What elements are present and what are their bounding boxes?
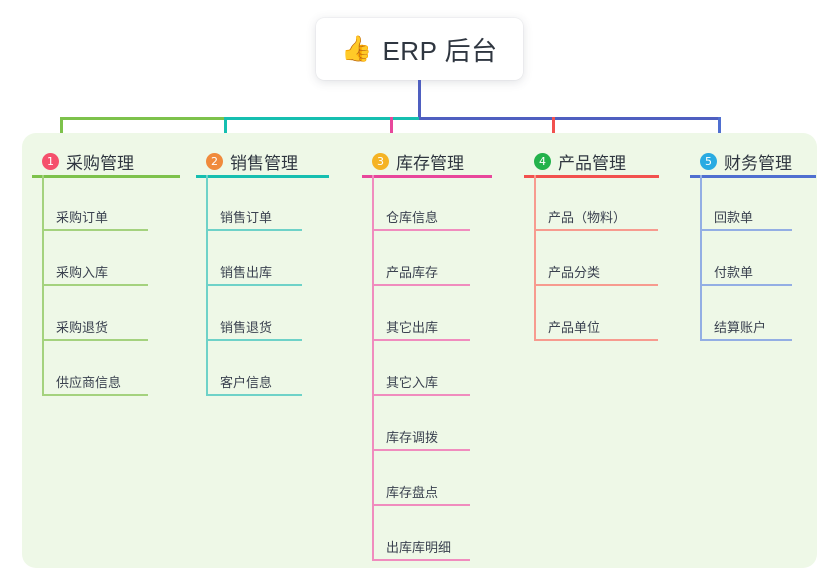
leaf-item-label: 采购入库	[56, 265, 109, 280]
branch-index-badge-5: 5	[700, 152, 717, 170]
leaf-item-rule	[372, 229, 470, 231]
leaf-item-rule	[206, 229, 302, 231]
leaf-item-label: 结算账户	[714, 320, 767, 335]
leaf-item-label: 产品库存	[386, 265, 439, 280]
leaf-item-label: 采购订单	[56, 210, 109, 225]
branches-panel: 1 采购管理采购订单采购入库采购退货供应商信息 2 销售管理销售订单销售出库销售退货客…	[22, 133, 817, 568]
leaf-item[interactable]: 产品库存	[372, 258, 470, 286]
branch-title-3: 库存管理	[396, 153, 464, 173]
leaf-item-label: 付款单	[714, 265, 754, 280]
leaf-item[interactable]: 其它入库	[372, 368, 470, 396]
leaf-item-label: 出库库明细	[386, 540, 452, 555]
leaf-item-rule	[534, 284, 658, 286]
branch-header-4[interactable]: 4 产品管理	[524, 147, 659, 175]
leaf-item-rule	[42, 229, 148, 231]
branch-index-badge-2: 2	[206, 152, 223, 170]
leaf-item-label: 客户信息	[220, 375, 273, 390]
branch-header-1[interactable]: 1 采购管理	[32, 147, 180, 175]
leaf-item-rule	[206, 394, 302, 396]
branch-spine-3	[372, 175, 374, 559]
leaf-item[interactable]: 供应商信息	[42, 368, 148, 396]
branch-title-4: 产品管理	[558, 153, 626, 173]
leaf-item-rule	[534, 229, 658, 231]
branch-column-3: 3 库存管理仓库信息产品库存其它出库其它入库库存调拨库存盘点出库库明细	[362, 133, 492, 568]
branch-header-rule-2	[196, 175, 329, 178]
branch-column-4: 4 产品管理产品（物料） 产品分类产品单位	[524, 133, 659, 568]
leaf-item[interactable]: 出库库明细	[372, 533, 470, 561]
leaf-item[interactable]: 库存盘点	[372, 478, 470, 506]
leaf-item-rule	[700, 339, 792, 341]
leaf-item[interactable]: 销售订单	[206, 203, 302, 231]
leaf-item[interactable]: 采购退货	[42, 313, 148, 341]
leaf-item-rule	[42, 284, 148, 286]
branch-spine-5	[700, 175, 702, 339]
leaf-item[interactable]: 回款单	[700, 203, 792, 231]
branch-header-3[interactable]: 3 库存管理	[362, 147, 492, 175]
leaf-item-label: 产品（物料）	[548, 210, 627, 225]
leaf-item-rule	[372, 339, 470, 341]
branch-title-5: 财务管理	[724, 153, 792, 173]
leaf-item[interactable]: 产品分类	[534, 258, 658, 286]
leaf-item[interactable]: 结算账户	[700, 313, 792, 341]
branch-title-2: 销售管理	[230, 153, 298, 173]
leaf-item-label: 产品分类	[548, 265, 601, 280]
branch-index-badge-1: 1	[42, 152, 59, 170]
leaf-item-rule	[206, 339, 302, 341]
leaf-item[interactable]: 销售出库	[206, 258, 302, 286]
leaf-item[interactable]: 客户信息	[206, 368, 302, 396]
leaf-item-label: 产品单位	[548, 320, 601, 335]
root-node-erp-backend[interactable]: 👍 ERP 后台	[316, 18, 523, 80]
leaf-item[interactable]: 销售退货	[206, 313, 302, 341]
leaf-item-rule	[372, 284, 470, 286]
leaf-item[interactable]: 库存调拨	[372, 423, 470, 451]
leaf-item[interactable]: 仓库信息	[372, 203, 470, 231]
leaf-item-rule	[700, 284, 792, 286]
root-node-title: ERP 后台	[382, 35, 498, 66]
leaf-item-label: 库存盘点	[386, 485, 439, 500]
leaf-item[interactable]: 采购订单	[42, 203, 148, 231]
leaf-item-rule	[372, 449, 470, 451]
leaf-item-rule	[42, 339, 148, 341]
leaf-item-label: 销售订单	[220, 210, 273, 225]
connector-bar-segment-1	[60, 117, 227, 120]
leaf-item-label: 供应商信息	[56, 375, 122, 390]
leaf-item-label: 仓库信息	[386, 210, 439, 225]
branch-header-rule-5	[690, 175, 816, 178]
connector-bar-segment-3	[419, 117, 721, 120]
leaf-item[interactable]: 其它出库	[372, 313, 470, 341]
leaf-item-rule	[42, 394, 148, 396]
leaf-item-label: 销售出库	[220, 265, 273, 280]
leaf-item-rule	[534, 339, 658, 341]
branch-header-rule-3	[362, 175, 492, 178]
branch-index-badge-3: 3	[372, 152, 389, 170]
leaf-item[interactable]: 采购入库	[42, 258, 148, 286]
branch-column-2: 2 销售管理销售订单销售出库销售退货客户信息	[196, 133, 329, 568]
leaf-item-label: 回款单	[714, 210, 754, 225]
branch-column-1: 1 采购管理采购订单采购入库采购退货供应商信息	[32, 133, 180, 568]
branch-header-rule-1	[32, 175, 180, 178]
leaf-item[interactable]: 付款单	[700, 258, 792, 286]
thumbs-up-icon: 👍	[341, 34, 373, 63]
leaf-item[interactable]: 产品（物料）	[534, 203, 658, 231]
leaf-item-rule	[206, 284, 302, 286]
leaf-item-label: 其它出库	[386, 320, 439, 335]
leaf-item-label: 库存调拨	[386, 430, 439, 445]
leaf-item-rule	[700, 229, 792, 231]
leaf-item-rule	[372, 504, 470, 506]
leaf-item-rule	[372, 394, 470, 396]
leaf-item-label: 销售退货	[220, 320, 273, 335]
branch-title-1: 采购管理	[66, 153, 134, 173]
leaf-item-label: 其它入库	[386, 375, 439, 390]
branch-column-5: 5 财务管理回款单付款单结算账户	[690, 133, 816, 568]
root-stem-line	[418, 80, 421, 120]
leaf-item-rule	[372, 559, 470, 561]
branch-header-rule-4	[524, 175, 659, 178]
branch-index-badge-4: 4	[534, 152, 551, 170]
branch-header-2[interactable]: 2 销售管理	[196, 147, 329, 175]
branch-spine-4	[534, 175, 536, 339]
leaf-item-label: 采购退货	[56, 320, 109, 335]
branch-header-5[interactable]: 5 财务管理	[690, 147, 816, 175]
connector-bar-segment-2	[224, 117, 422, 120]
leaf-item[interactable]: 产品单位	[534, 313, 658, 341]
